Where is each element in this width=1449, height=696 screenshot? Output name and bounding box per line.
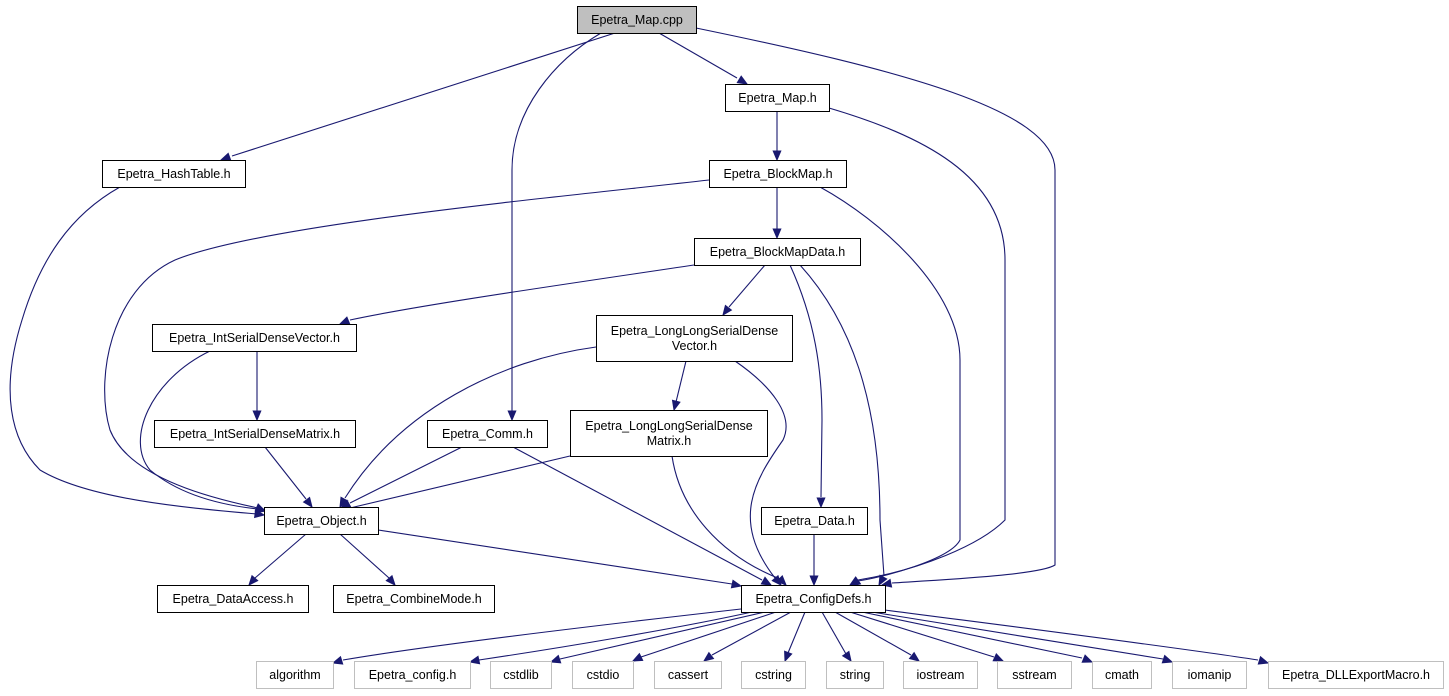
node-combinemode-h[interactable]: Epetra_CombineMode.h <box>333 585 495 613</box>
edge-map_h-to-blockmap_h <box>772 111 782 162</box>
node-label: Epetra_Map.cpp <box>591 13 683 27</box>
edge-blockmap_h-to-blockmapdata_h <box>772 187 782 240</box>
edge-configdefs_h-to-string <box>821 611 852 663</box>
node-label: cstdio <box>587 668 620 682</box>
node-label: Epetra_IntSerialDenseMatrix.h <box>170 427 340 441</box>
node-label: Epetra_IntSerialDenseVector.h <box>169 331 340 345</box>
node-layer: Epetra_Map.cppEpetra_Map.hEpetra_HashTab… <box>102 6 1444 689</box>
node-dllexport-h: Epetra_DLLExportMacro.h <box>1268 661 1444 689</box>
node-label: Epetra_Comm.h <box>442 427 533 441</box>
edge-configdefs_h-to-cstdio <box>631 611 777 662</box>
node-cassert: cassert <box>654 661 722 689</box>
node-label: Epetra_BlockMapData.h <box>710 245 846 259</box>
node-label: cstdlib <box>503 668 538 682</box>
node-string: string <box>826 661 884 689</box>
edge-layer <box>9 27 1270 665</box>
node-label: cmath <box>1105 668 1139 682</box>
node-blockmapdata-h[interactable]: Epetra_BlockMapData.h <box>694 238 861 266</box>
edge-map_cpp-to-comm_h <box>507 32 602 422</box>
node-label: Vector.h <box>672 339 717 353</box>
edge-object_h-to-dataaccess_h <box>248 533 307 586</box>
edge-blockmapdata_h-to-configdefs_h <box>799 264 888 587</box>
edge-comm_h-to-configdefs_h <box>512 446 773 586</box>
node-label: Epetra_BlockMap.h <box>723 167 832 181</box>
node-label: iomanip <box>1188 668 1232 682</box>
node-label: algorithm <box>269 668 320 682</box>
edge-configdefs_h-to-dllexport_h <box>884 609 1270 665</box>
node-iostream: iostream <box>903 661 978 689</box>
node-label: cstring <box>755 668 792 682</box>
node-label: Epetra_ConfigDefs.h <box>755 592 871 606</box>
node-data-h[interactable]: Epetra_Data.h <box>761 507 868 535</box>
edge-llsdv_h-to-llsdm_h <box>671 360 687 412</box>
node-cstdlib: cstdlib <box>490 661 552 689</box>
node-label: Matrix.h <box>647 434 692 448</box>
node-epetra-config-h: Epetra_config.h <box>354 661 471 689</box>
edge-llsdm_h-to-object_h <box>338 455 571 513</box>
node-intsdm-h[interactable]: Epetra_IntSerialDenseMatrix.h <box>154 420 356 448</box>
edge-intsdm_h-to-object_h <box>264 446 313 509</box>
edge-configdefs_h-to-iostream <box>834 611 921 662</box>
edge-data_h-to-configdefs_h <box>809 534 819 587</box>
node-label: iostream <box>917 668 965 682</box>
node-intsdv-h[interactable]: Epetra_IntSerialDenseVector.h <box>152 324 357 352</box>
node-label: Epetra_Object.h <box>276 514 366 528</box>
node-label: Epetra_HashTable.h <box>117 167 230 181</box>
node-configdefs-h[interactable]: Epetra_ConfigDefs.h <box>741 585 886 613</box>
node-cmath: cmath <box>1092 661 1152 689</box>
node-iomanip: iomanip <box>1172 661 1247 689</box>
node-label: Epetra_LongLongSerialDense <box>585 419 753 433</box>
node-hashtable-h[interactable]: Epetra_HashTable.h <box>102 160 246 188</box>
node-map-cpp[interactable]: Epetra_Map.cpp <box>577 6 697 34</box>
node-sstream: sstream <box>997 661 1072 689</box>
node-object-h[interactable]: Epetra_Object.h <box>264 507 379 535</box>
node-dataaccess-h[interactable]: Epetra_DataAccess.h <box>157 585 309 613</box>
node-comm-h[interactable]: Epetra_Comm.h <box>427 420 548 448</box>
node-label: Epetra_Map.h <box>738 91 817 105</box>
edge-object_h-to-combinemode_h <box>339 533 396 586</box>
edge-configdefs_h-to-cmath <box>861 611 1094 663</box>
edge-configdefs_h-to-epetra_config_h <box>468 611 753 665</box>
node-cstring: cstring <box>741 661 806 689</box>
node-label: cassert <box>668 668 709 682</box>
edge-hashtable_h-to-object_h <box>9 186 266 519</box>
edge-llsdm_h-to-configdefs_h <box>671 455 787 586</box>
edge-configdefs_h-to-sstream <box>849 611 1005 662</box>
edge-configdefs_h-to-cstdlib <box>549 611 766 664</box>
edge-intsdv_h-to-intsdm_h <box>252 351 262 422</box>
edge-configdefs_h-to-iomanip <box>871 611 1174 664</box>
node-map-h[interactable]: Epetra_Map.h <box>725 84 830 112</box>
edge-llsdv_h-to-configdefs_h <box>734 360 787 586</box>
node-label: Epetra_config.h <box>369 668 457 682</box>
edge-configdefs_h-to-algorithm <box>331 608 742 665</box>
edge-configdefs_h-to-cstring <box>784 611 806 663</box>
node-cstdio: cstdio <box>572 661 634 689</box>
node-label: Epetra_LongLongSerialDense <box>611 324 779 338</box>
edge-blockmapdata_h-to-llsdv_h <box>722 264 766 317</box>
node-label: Epetra_CombineMode.h <box>346 592 482 606</box>
edge-map_cpp-to-map_h <box>658 32 749 85</box>
node-algorithm: algorithm <box>256 661 334 689</box>
node-label: Epetra_Data.h <box>774 514 855 528</box>
node-blockmap-h[interactable]: Epetra_BlockMap.h <box>709 160 847 188</box>
edge-configdefs_h-to-cassert <box>702 611 792 662</box>
node-label: string <box>840 668 871 682</box>
node-label: sstream <box>1012 668 1056 682</box>
node-label: Epetra_DLLExportMacro.h <box>1282 668 1430 682</box>
node-label: Epetra_DataAccess.h <box>173 592 294 606</box>
edge-map_cpp-to-hashtable_h <box>219 32 616 162</box>
edge-object_h-to-configdefs_h <box>377 529 743 589</box>
edge-blockmap_h-to-configdefs_h <box>819 186 961 587</box>
edge-blockmapdata_h-to-data_h <box>789 264 826 509</box>
edge-intsdv_h-to-object_h <box>139 350 268 514</box>
